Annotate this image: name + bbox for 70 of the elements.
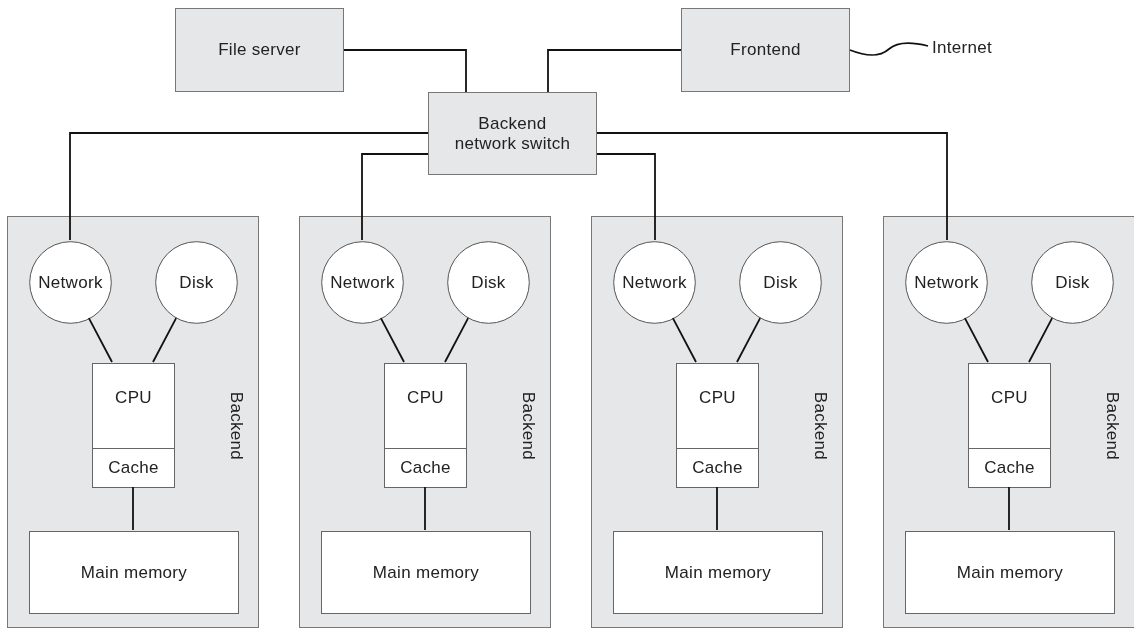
connector-line: [361, 153, 429, 241]
connector-line: [343, 49, 467, 93]
wavy-line: [849, 42, 929, 57]
cpu-label: CPU: [406, 388, 445, 408]
device-circle: [29, 241, 112, 324]
cpu-box: [92, 363, 175, 488]
node-box: [681, 8, 850, 92]
cache-label: Cache: [93, 448, 174, 487]
node-label: Main memory: [956, 562, 1064, 583]
connector-line: [1008, 486, 1010, 531]
node-label: Disk: [763, 272, 798, 293]
panel-label: Backend: [810, 391, 830, 461]
device-circle: [447, 241, 530, 324]
node-label: Network: [330, 272, 395, 293]
connector-line: [87, 317, 113, 363]
cache-label: Cache: [969, 448, 1050, 487]
connector-line: [152, 317, 177, 363]
connector-line: [444, 317, 469, 363]
node-label: Main memory: [80, 562, 188, 583]
node-label: Network: [914, 272, 979, 293]
connector-line: [596, 132, 948, 241]
node-label: Disk: [179, 272, 214, 293]
cache-label: Cache: [677, 448, 758, 487]
device-circle: [613, 241, 696, 324]
memory-box: [613, 531, 823, 614]
connector-line: [736, 317, 761, 363]
connector-line: [69, 132, 429, 241]
cpu-label: CPU: [698, 388, 737, 408]
cache-label: Cache: [385, 448, 466, 487]
device-circle: [739, 241, 822, 324]
cpu-label: CPU: [114, 388, 153, 408]
node-label: Network: [622, 272, 687, 293]
node-label: File server: [217, 40, 302, 60]
connector-line: [132, 486, 134, 531]
node-label: Main memory: [372, 562, 480, 583]
node-box: [175, 8, 344, 92]
cpu-box: [676, 363, 759, 488]
device-circle: [155, 241, 238, 324]
connector-line: [380, 317, 405, 363]
cpu-box: [384, 363, 467, 488]
panel-label: Backend: [518, 391, 538, 461]
connector-line: [964, 317, 989, 363]
connector-line: [424, 486, 426, 531]
device-circle: [321, 241, 404, 324]
server-panel: [591, 216, 843, 628]
panel-label: Backend: [1102, 391, 1122, 461]
server-panel: [883, 216, 1134, 628]
memory-box: [905, 531, 1115, 614]
node-label: Backend network switch: [453, 113, 572, 154]
server-panel: [299, 216, 551, 628]
panel-label: Backend: [226, 391, 246, 461]
device-circle: [905, 241, 988, 324]
network-label: Internet: [932, 38, 993, 58]
node-label: Disk: [1055, 272, 1090, 293]
device-circle: [1031, 241, 1114, 324]
memory-box: [29, 531, 239, 614]
node-box: [428, 92, 597, 175]
connector-line: [672, 317, 697, 363]
node-label: Network: [38, 272, 103, 293]
cpu-box: [968, 363, 1051, 488]
node-label: Frontend: [729, 40, 802, 60]
connector-line: [547, 49, 682, 93]
connector-line: [1028, 317, 1053, 363]
node-label: Main memory: [664, 562, 772, 583]
cpu-label: CPU: [990, 388, 1029, 408]
node-label: Disk: [471, 272, 506, 293]
connector-line: [716, 486, 718, 531]
memory-box: [321, 531, 531, 614]
server-panel: [7, 216, 259, 628]
connector-line: [596, 153, 656, 241]
